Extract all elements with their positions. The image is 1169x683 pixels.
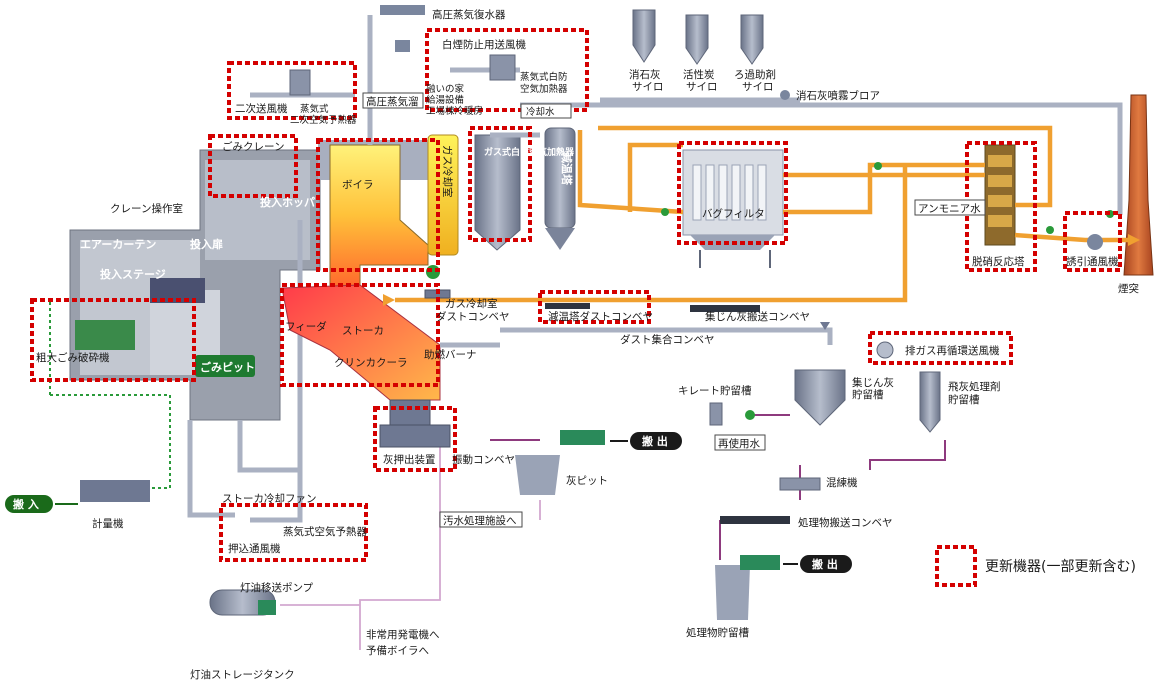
label-mixer: 混練機 bbox=[826, 476, 858, 489]
boiler-furnace bbox=[281, 140, 441, 426]
label-charging-hopper: 投入ホッパ bbox=[260, 195, 315, 209]
label-white-smoke-fan: 白煙防止用送風機 bbox=[442, 38, 526, 51]
label-fly-ash-agent-2: 貯留槽 bbox=[948, 393, 980, 406]
label-slaked-lime-silo-2: サイロ bbox=[632, 81, 664, 93]
label-cooling-tower: 減温塔 bbox=[560, 152, 574, 186]
label-stack: 煙突 bbox=[1118, 282, 1140, 295]
label-road-heating: 融いの家 bbox=[426, 83, 465, 95]
label-secondary-fan: 二次送風機 bbox=[235, 102, 288, 115]
update-markers bbox=[30, 28, 1122, 587]
label-steam-white-heater-2: 空気加熱器 bbox=[520, 83, 568, 95]
label-boiler: ボイラ bbox=[342, 179, 374, 191]
label-charging-stage: 投入ステージ bbox=[100, 267, 166, 281]
label-crane-room: クレーン操作室 bbox=[110, 202, 183, 215]
text-labels: 高圧蒸気復水器 白煙防止用送風機 蒸気式白防 空気加熱器 融いの家 給湯設備 工… bbox=[13, 8, 1140, 681]
label-bag-filter: バグフィルタ bbox=[702, 207, 765, 220]
label-ash-pusher: 灰押出装置 bbox=[383, 453, 436, 466]
label-filter-aid-silo-1: ろ過助剤 bbox=[734, 68, 776, 81]
label-emergency-generator: 非常用発電機へ bbox=[366, 628, 440, 641]
label-hp-condenser: 高圧蒸気復水器 bbox=[432, 8, 506, 21]
label-denox-tower: 脱硝反応塔 bbox=[972, 255, 1025, 268]
legend-marker-box bbox=[935, 545, 977, 587]
label-treated-conveyor: 処理物搬送コンベヤ bbox=[798, 516, 893, 529]
update-marker-white-smoke-fan bbox=[425, 28, 589, 112]
label-fly-ash-conveyor: 集じん灰搬送コンベヤ bbox=[705, 310, 810, 323]
label-chelate-tank: キレート貯留槽 bbox=[678, 384, 752, 397]
label-carry-in: 搬 入 bbox=[13, 497, 39, 511]
steam-lines bbox=[250, 15, 1123, 348]
label-secondary-preheater-2: 二次空気予熱器 bbox=[290, 114, 357, 126]
update-marker-ash-pusher bbox=[373, 406, 457, 472]
label-bulky-crusher: 粗大ごみ破砕機 bbox=[36, 351, 110, 364]
label-secondary-preheater-1: 蒸気式 bbox=[300, 103, 329, 115]
label-vibrating-conveyor: 振動コンベヤ bbox=[452, 453, 515, 466]
update-marker-denox-tower bbox=[965, 141, 1037, 272]
label-carry-out-2: 搬 出 bbox=[812, 557, 838, 571]
label-activated-carbon-silo-1: 活性炭 bbox=[683, 68, 715, 81]
label-induced-fan: 誘引通風機 bbox=[1066, 255, 1119, 268]
label-dust-collecting-conveyor: ダスト集合コンベヤ bbox=[620, 333, 715, 346]
label-activated-carbon-silo-2: サイロ bbox=[686, 81, 718, 93]
update-marker-crusher bbox=[30, 298, 196, 382]
legend-text: 更新機器(一部更新含む) bbox=[985, 559, 1136, 575]
boxed-labels bbox=[362, 92, 986, 528]
label-stoker: ストーカ bbox=[342, 325, 384, 337]
label-aux-burner: 助燃バーナ bbox=[424, 348, 477, 361]
label-cooling-tower-dust-conveyor: 減温塔ダストコンベヤ bbox=[548, 310, 653, 323]
label-gas-white-heater: ガス式白防空気加熱器 bbox=[484, 146, 575, 158]
label-wastewater: 汚水処理施設へ bbox=[443, 514, 517, 527]
label-ammonia-water: アンモニア水 bbox=[918, 203, 981, 215]
label-air-curtain: エアーカーテン bbox=[80, 238, 156, 251]
silos bbox=[600, 9, 800, 103]
label-steam-air-preheater: 蒸気式空気予熱器 bbox=[283, 525, 367, 538]
label-scale: 計量機 bbox=[92, 517, 124, 530]
cooling-tower-body bbox=[544, 127, 576, 250]
update-marker-forced-draft-fan bbox=[219, 503, 368, 562]
label-gas-recirc-fan: 排ガス再循環送風機 bbox=[905, 344, 1000, 357]
label-charging-door: 投入扉 bbox=[190, 237, 223, 251]
update-marker-gas-white-heater bbox=[468, 126, 532, 242]
transport-tags bbox=[5, 432, 852, 573]
chimney bbox=[1123, 94, 1154, 276]
label-kerosene-tank: 灯油ストレージタンク bbox=[190, 668, 295, 681]
update-marker-induced-fan bbox=[1063, 211, 1122, 272]
update-marker-secondary-fan bbox=[227, 61, 357, 120]
label-gas-cooling-chamber: ガス冷却室 bbox=[441, 145, 454, 198]
label-filter-aid-silo-2: サイロ bbox=[742, 81, 774, 93]
update-marker-bag-filter bbox=[677, 141, 788, 245]
label-reuse-water: 再使用水 bbox=[718, 437, 760, 450]
label-feeder: フィーダ bbox=[285, 320, 327, 333]
label-gas-cooling-dust-conveyor-2: ダストコンベヤ bbox=[436, 310, 510, 323]
label-hp-steam-header: 高圧蒸気溜 bbox=[366, 95, 419, 108]
label-fly-ash-agent-1: 飛灰処理剤 bbox=[948, 380, 1001, 393]
label-forced-draft-fan: 押込通風機 bbox=[228, 542, 281, 555]
label-carry-out-1: 搬 出 bbox=[642, 434, 668, 448]
flue-gas-ducts bbox=[383, 125, 1140, 306]
label-clinker-cooler: クリンカクーラ bbox=[334, 357, 408, 369]
update-marker-boiler bbox=[316, 138, 440, 272]
label-treated-pit: 処理物貯留槽 bbox=[686, 626, 749, 639]
label-lime-blower: 消石灰噴霧ブロア bbox=[796, 89, 880, 102]
label-gas-cooling-dust-conveyor-1: ガス冷却室 bbox=[445, 297, 498, 310]
label-ash-pit: 灰ピット bbox=[566, 474, 608, 487]
label-refuse-crane: ごみクレーン bbox=[222, 140, 284, 153]
label-hot-water: 給湯設備 bbox=[426, 94, 464, 106]
label-stoker-cooling-fan: ストーカ冷却ファン bbox=[222, 492, 317, 505]
label-fly-ash-hopper-1: 集じん灰 bbox=[852, 376, 894, 389]
gas-cooling-chamber bbox=[426, 134, 459, 279]
label-cooling-water: 冷却水 bbox=[526, 106, 555, 118]
label-factory-cooling: 工場棟冷暖房 bbox=[426, 105, 483, 117]
update-marker-refuse-crane bbox=[208, 134, 298, 198]
label-fly-ash-hopper-2: 貯留槽 bbox=[852, 388, 884, 401]
label-slaked-lime-silo-1: 消石灰 bbox=[629, 68, 661, 81]
label-spare-boiler: 予備ボイラへ bbox=[366, 644, 429, 657]
update-marker-gas-recirc-fan bbox=[868, 331, 1013, 365]
update-marker-cooling-tower-conveyor bbox=[538, 290, 651, 324]
label-steam-white-heater-1: 蒸気式白防 bbox=[520, 71, 568, 83]
label-kerosene-pump: 灯油移送ポンプ bbox=[240, 581, 314, 594]
denox-tower-body bbox=[984, 144, 1016, 246]
label-refuse-pit: ごみピット bbox=[200, 360, 255, 374]
